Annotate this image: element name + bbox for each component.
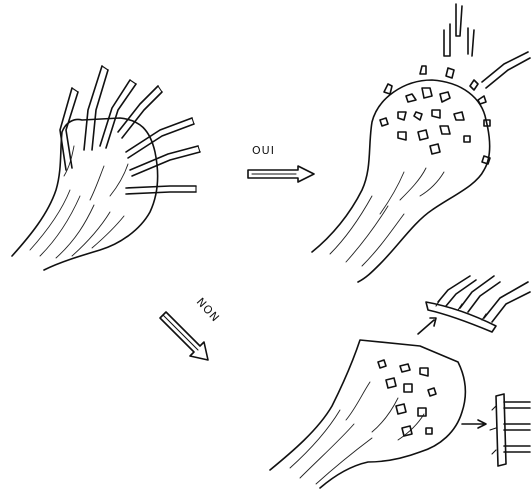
open-follicles <box>380 88 470 154</box>
yes-arrow-group: OUI <box>248 144 314 182</box>
no-label: NON <box>194 295 222 325</box>
arrow-up-fragment <box>418 318 436 334</box>
long-hairs <box>60 66 200 194</box>
right-broken-fragment <box>490 394 530 466</box>
yes-label: OUI <box>252 144 275 157</box>
skin-texture-lines <box>30 146 128 258</box>
arrow-right-fragment <box>462 420 486 428</box>
damaged-follicles <box>378 360 436 436</box>
removed-hairs <box>444 4 530 88</box>
upper-broken-fragment <box>426 276 530 332</box>
damaged-skin-outline <box>270 340 465 488</box>
damaged-skin-figure <box>270 340 465 488</box>
clean-skin-figure <box>312 4 530 282</box>
clean-skin-outline <box>312 80 490 282</box>
skin-with-hairs-figure <box>12 66 200 270</box>
no-arrow-group: NON <box>160 295 222 360</box>
clean-skin-texture <box>330 168 444 266</box>
